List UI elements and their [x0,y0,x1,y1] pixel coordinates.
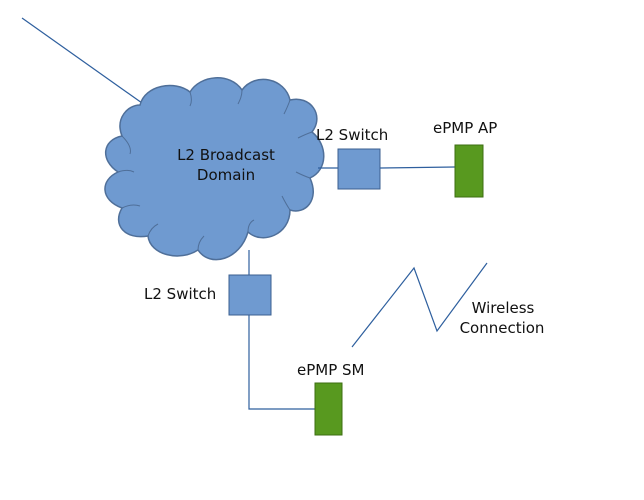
cloud-label-line1: L2 Broadcast [177,146,275,164]
cloud-label-line2: Domain [197,166,255,184]
wireless-label-line2: Connection [460,319,545,337]
switch-right [337,148,381,190]
epmp-ap [454,144,484,198]
link-switch-bottom-to-sm [248,315,315,410]
epmp-ap-label: ePMP AP [433,119,497,137]
cloud-detail [117,89,313,251]
cloud-shape [104,77,325,261]
wireless-label-line1: Wireless [472,299,535,317]
epmp-sm-label: ePMP SM [297,361,365,379]
switch-bottom-label: L2 Switch [144,285,216,303]
link-switch-right-to-ap [379,166,456,169]
switch-right-label: L2 Switch [316,126,388,144]
switch-bottom [228,274,272,316]
wireless-link-zigzag [351,262,488,348]
uplink-line [21,17,143,104]
epmp-sm [314,382,343,436]
l2-broadcast-domain-cloud: L2 Broadcast Domain [104,77,325,261]
